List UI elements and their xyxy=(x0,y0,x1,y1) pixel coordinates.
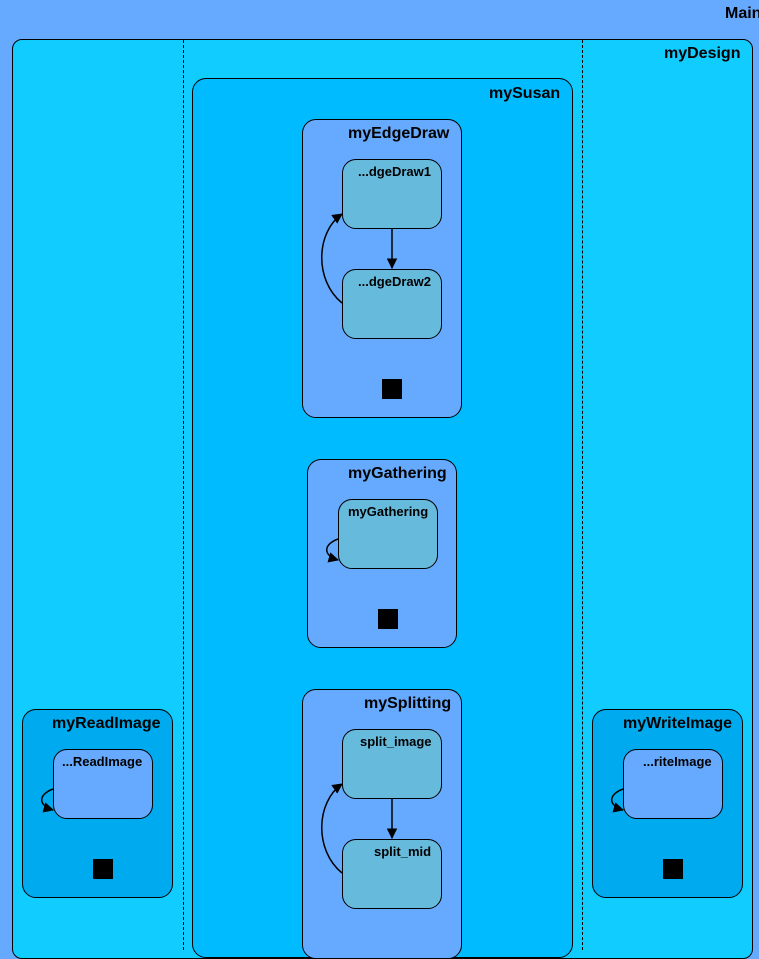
write-image-title: myWriteImage xyxy=(623,715,733,732)
write-image-state-1-label: ...riteImage xyxy=(643,754,712,769)
read-image-state-1[interactable] xyxy=(53,749,153,819)
design-title: myDesign xyxy=(664,45,741,62)
susan-title: mySusan xyxy=(489,85,561,102)
main-title: Main xyxy=(725,5,759,22)
edge-draw-title: myEdgeDraw xyxy=(348,125,450,142)
gathering-final-state xyxy=(378,609,398,629)
edge-draw-state-1[interactable] xyxy=(342,159,442,229)
lane-divider-left xyxy=(183,40,184,950)
edge-draw-state-1-label: ...dgeDraw1 xyxy=(358,164,431,179)
read-image-self-loop-arrow xyxy=(41,788,55,813)
splitting-state-1[interactable] xyxy=(342,729,442,799)
edge-draw-state-2-label: ...dgeDraw2 xyxy=(358,274,431,289)
splitting-state-2[interactable] xyxy=(342,839,442,909)
gathering-self-loop-arrow xyxy=(326,538,340,563)
splitting-state-1-label: split_image xyxy=(360,734,432,749)
read-image-state-1-label: ...ReadImage xyxy=(62,754,143,769)
edge-draw-final-state xyxy=(382,379,402,399)
gathering-state-1[interactable] xyxy=(338,499,438,569)
read-image-title: myReadImage xyxy=(52,715,161,732)
edge-draw-loop-arrow xyxy=(321,213,343,304)
lane-divider-right xyxy=(582,40,583,950)
gathering-title: myGathering xyxy=(348,465,447,482)
write-image-self-loop-arrow xyxy=(611,788,625,813)
splitting-title: mySplitting xyxy=(364,695,452,712)
read-image-final-state xyxy=(93,859,113,879)
edge-draw-state-2[interactable] xyxy=(342,269,442,339)
write-image-state-1[interactable] xyxy=(623,749,723,819)
splitting-loop-arrow xyxy=(321,783,343,874)
splitting-state-2-label: split_mid xyxy=(374,844,432,859)
gathering-state-1-label: myGathering xyxy=(348,504,429,519)
write-image-final-state xyxy=(663,859,683,879)
